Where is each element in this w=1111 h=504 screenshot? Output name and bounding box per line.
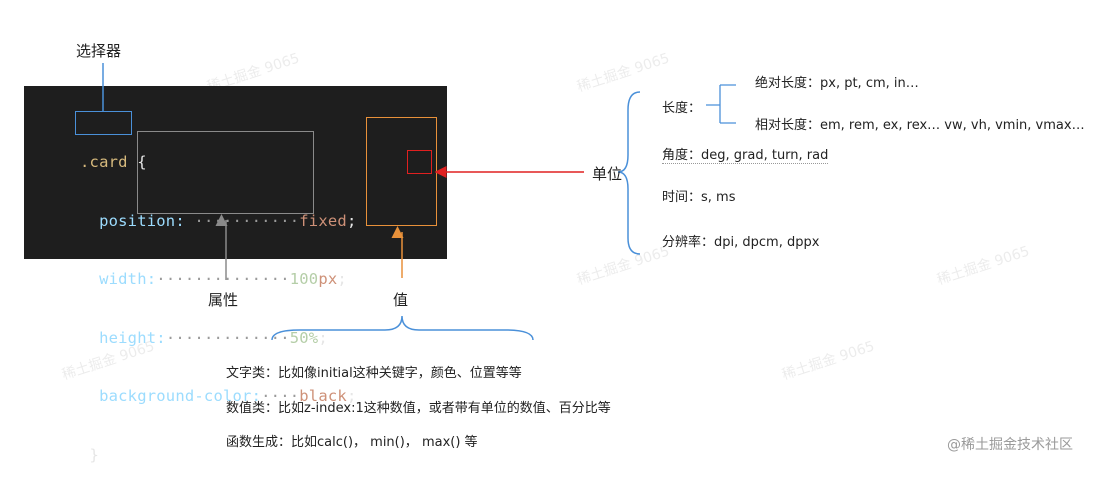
length-sub-brace (706, 84, 736, 124)
code-value: black (299, 387, 347, 405)
selector-label: 选择器 (76, 42, 122, 60)
code-selector: .card (80, 153, 128, 171)
connector-lines (102, 63, 736, 341)
footer-credit: @稀土掘金技术社区 (947, 437, 1073, 453)
value-type-number: 数值类：比如z-index:1这种数值，或者带有单位的数值、百分比等 (226, 401, 611, 416)
code-close-line: } (80, 446, 356, 466)
time-units: 时间：s, ms (662, 190, 736, 205)
value-label: 值 (393, 291, 409, 309)
code-prop: width: (99, 270, 157, 288)
code-open-brace: { (137, 153, 147, 171)
code-unit: px (318, 270, 338, 288)
code-dots: ·············· (156, 270, 290, 288)
code-line-width: width:··············100px; (80, 270, 356, 290)
length-label: 长度： (662, 101, 702, 116)
code-semicolon: ; (318, 328, 328, 347)
angle-units-text: 角度：deg, grad, turn, rad (662, 144, 829, 164)
code-value: 100 (289, 270, 319, 288)
selector-highlight-box (75, 111, 132, 135)
code-dots: ···· (261, 387, 300, 405)
resolution-units: 分辨率：dpi, dpcm, dppx (662, 235, 820, 250)
unit-highlight-box (407, 150, 432, 174)
units-brace (617, 91, 641, 255)
value-type-text: 文字类：比如像initial这种关键字，颜色、位置等等 (226, 366, 522, 381)
code-line-height: height:·············50%; (80, 329, 356, 349)
value-types-brace (271, 315, 534, 341)
code-prop: height: (99, 328, 166, 347)
code-selector-line: .card { (80, 153, 356, 173)
property-highlight-box (137, 131, 314, 214)
code-value: 50% (289, 328, 319, 347)
value-type-function: 函数生成：比如calc()， min()， max() 等 (226, 435, 478, 450)
code-prop: position: (99, 211, 185, 230)
code-value: fixed (299, 211, 347, 230)
property-label: 属性 (208, 291, 239, 309)
code-semicolon: ; (346, 211, 357, 230)
code-line-background: background-color:····black; (80, 387, 356, 407)
code-block: .card { position: ···········fixed; widt… (80, 114, 356, 504)
code-semicolon: ; (337, 270, 347, 288)
code-close-brace: } (89, 445, 100, 464)
code-dots: ············· (165, 328, 290, 347)
code-semicolon: ; (346, 387, 357, 405)
unit-label: 单位 (592, 165, 623, 183)
code-prop: background-color: (99, 387, 262, 405)
absolute-length: 绝对长度：px, pt, cm, in… (755, 76, 919, 91)
relative-length: 相对长度：em, rem, ex, rex… vw, vh, vmin, vma… (755, 118, 1085, 133)
angle-units: 角度：deg, grad, turn, rad (662, 144, 829, 164)
code-panel: .card { position: ···········fixed; widt… (24, 86, 447, 464)
